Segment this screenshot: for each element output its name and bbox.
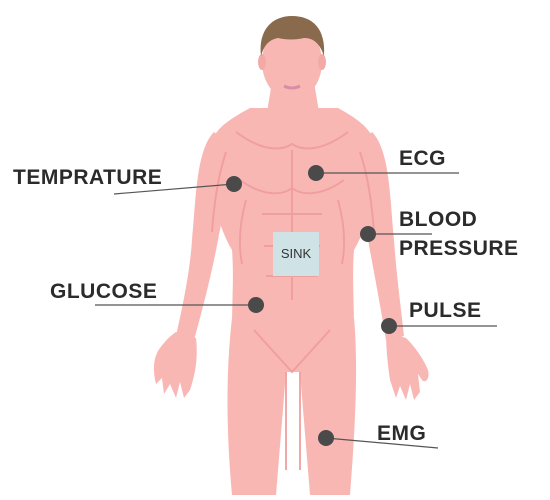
- temperature-label: TEMPRATURE: [13, 165, 162, 191]
- glucose-label: GLUCOSE: [50, 279, 157, 305]
- right-hand: [386, 332, 429, 400]
- temperature-sensor-dot: [226, 176, 242, 192]
- blood-pressure-label-line1: BLOOD: [399, 207, 477, 233]
- pulse-sensor-dot: [381, 318, 397, 334]
- emg-sensor-dot: [318, 430, 334, 446]
- sink-label: SINK: [273, 232, 319, 276]
- emg-label: EMG: [377, 421, 426, 447]
- blood-pressure-sensor-dot: [360, 226, 376, 242]
- left-hand: [154, 332, 197, 398]
- legs: [228, 318, 357, 495]
- glucose-sensor-dot: [248, 297, 264, 313]
- blood-pressure-label-line2: PRESSURE: [399, 236, 519, 262]
- pulse-label: PULSE: [409, 298, 482, 324]
- ecg-sensor-dot: [308, 165, 324, 181]
- right-ear: [318, 54, 326, 70]
- left-ear: [258, 54, 266, 70]
- ecg-label: ECG: [399, 146, 446, 172]
